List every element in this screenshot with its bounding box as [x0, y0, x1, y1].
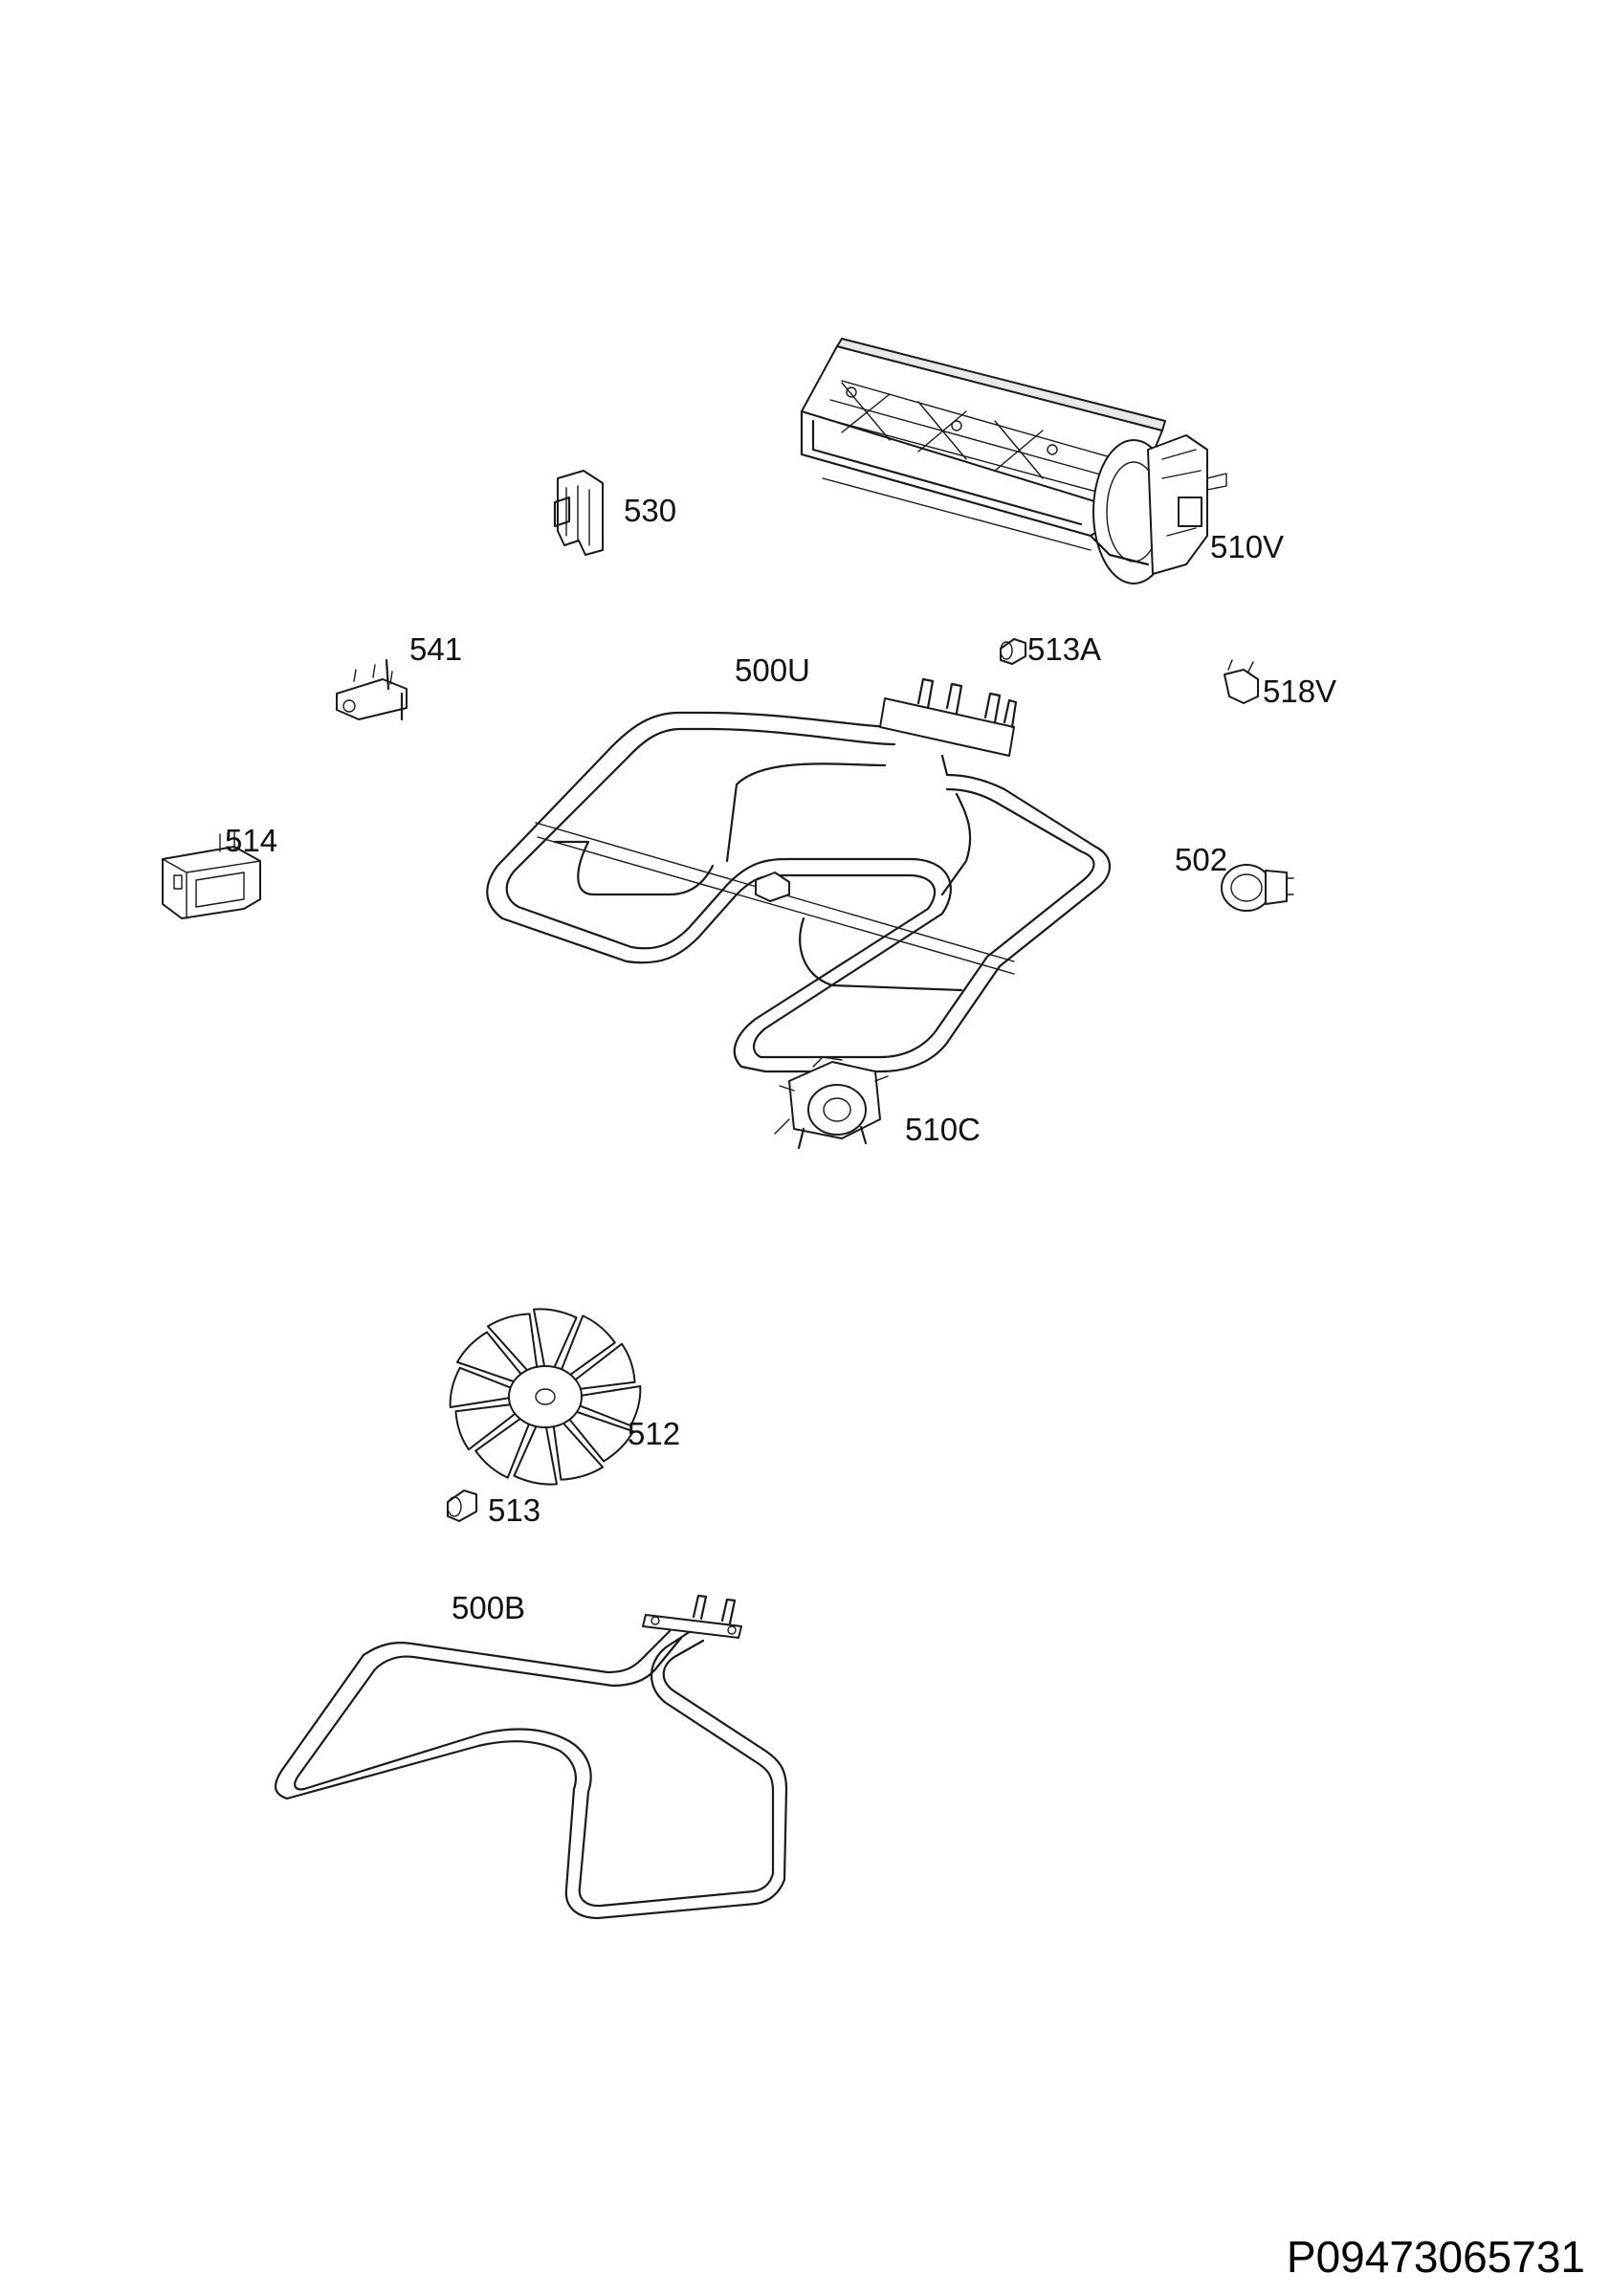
label-530: 530 — [624, 493, 676, 528]
part-510c-fan-motor[interactable] — [774, 1056, 889, 1150]
fan-blade — [564, 1408, 634, 1463]
fan-blade — [449, 1366, 518, 1409]
label-541: 541 — [409, 631, 462, 667]
part-514-switch-box[interactable] — [162, 831, 261, 919]
fan-blade — [474, 1414, 532, 1479]
part-500u-upper-heating-element[interactable] — [486, 677, 1111, 1073]
part-502-oven-lamp[interactable] — [1221, 864, 1294, 912]
fan-blade — [559, 1314, 616, 1380]
label-510c: 510C — [905, 1112, 981, 1147]
label-502: 502 — [1175, 842, 1227, 877]
label-514: 514 — [225, 823, 277, 858]
fan-blade — [513, 1421, 558, 1486]
label-500b: 500B — [452, 1590, 525, 1625]
part-513-nut[interactable] — [447, 1490, 477, 1522]
fan-blade — [454, 1402, 522, 1451]
label-500u: 500U — [735, 652, 810, 688]
label-510v: 510V — [1210, 529, 1284, 564]
part-541-terminal-block[interactable] — [336, 658, 408, 721]
fan-blade — [533, 1308, 578, 1373]
fan-blade — [552, 1418, 605, 1481]
fan-blade — [486, 1313, 539, 1376]
part-512-fan-blade[interactable] — [449, 1308, 642, 1486]
part-510v-tangential-fan[interactable] — [800, 338, 1227, 585]
label-513: 513 — [488, 1492, 540, 1528]
fan-blade — [456, 1331, 526, 1385]
part-518v-clip[interactable] — [1224, 659, 1259, 704]
document-code: P09473065731 — [1287, 2232, 1585, 2282]
part-530-connector-clip[interactable] — [553, 470, 604, 556]
label-518v: 518V — [1263, 673, 1336, 709]
fan-blade — [568, 1342, 636, 1391]
fan-blade — [572, 1384, 642, 1427]
part-500b-lower-heating-element[interactable] — [275, 1594, 788, 1920]
label-513a: 513A — [1027, 631, 1101, 667]
part-513a-nut[interactable] — [1000, 638, 1026, 665]
label-512: 512 — [628, 1416, 680, 1451]
